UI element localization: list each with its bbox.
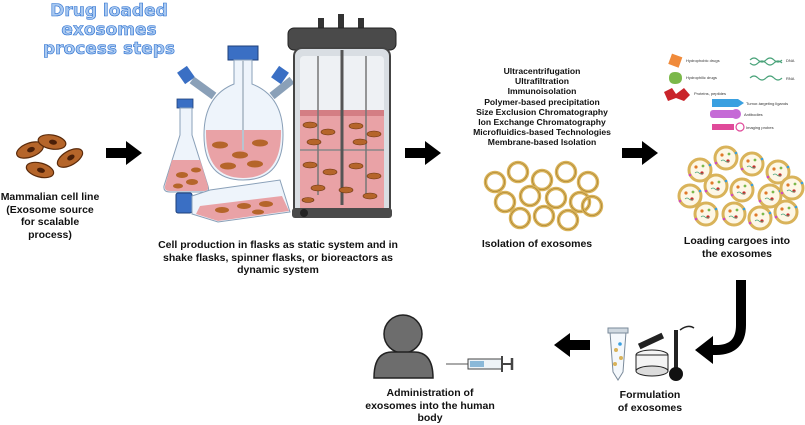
- isolation-method: Ion Exchange Chromatography: [478, 117, 606, 128]
- caption-cell-line-2: (Exosome source: [6, 203, 94, 216]
- antibody-icon: [710, 110, 736, 118]
- caption-formulation-1: Formulation: [619, 389, 681, 401]
- caption-cell-line: Mammalian cell line (Exosome source for …: [0, 191, 100, 241]
- hydrophilic-drug-icon: [669, 72, 682, 84]
- syringe-icon: [446, 356, 514, 372]
- caption-production: Cell production in flasks as static syst…: [148, 239, 408, 277]
- shake-flask-icon: [163, 98, 209, 193]
- caption-cell-line-3: for scalable: [20, 216, 80, 228]
- isolation-methods-list: Ultracentrifugation Ultrafiltration Immu…: [452, 66, 632, 148]
- arrow-1-icon: [106, 141, 142, 165]
- mammalian-cells-icon: [13, 132, 87, 181]
- caption-production-3: dynamic system: [237, 264, 319, 276]
- bioreactor-icon: [287, 14, 397, 218]
- legend-antibodies: Antibodies: [744, 112, 763, 117]
- curved-arrow-icon: [695, 280, 746, 364]
- title-line-1: Drug loaded exosomes: [50, 1, 168, 40]
- isolation-method: Microfluidics-based Technologies: [473, 127, 611, 138]
- spinner-flask-icon: [177, 45, 295, 181]
- arrow-2-icon: [405, 141, 441, 165]
- isolation-method: Immunoisolation: [507, 86, 577, 97]
- formulation-icon: [607, 325, 695, 381]
- legend-dna: DNA: [786, 58, 795, 63]
- caption-isolation: Isolation of exosomes: [481, 238, 593, 250]
- caption-administration-1: Administration of: [386, 387, 474, 399]
- caption-loading-2: the exosomes: [701, 247, 773, 260]
- title-line-2: process steps: [42, 39, 176, 59]
- rna-icon: [749, 75, 783, 81]
- legend-imaging-probes: Imaging probes: [746, 125, 774, 130]
- caption-loading-1: Loading cargoes into: [683, 235, 791, 247]
- imaging-probe-icon: [712, 124, 734, 130]
- legend-rna: RNA: [786, 76, 795, 81]
- isolation-method: Polymer-based precipitation: [484, 96, 600, 107]
- caption-production-2: shake flasks, spinner flasks, or bioreac…: [163, 251, 393, 264]
- isolation-method: Size Exclusion Chromatography: [476, 106, 608, 117]
- legend-hydrophobic: Hydrophobic drugs: [686, 58, 720, 63]
- caption-loading: Loading cargoes into the exosomes: [672, 235, 802, 260]
- human-silhouette-icon: [373, 314, 434, 379]
- legend-tumor-ligands: Tumor-targeting ligands: [746, 101, 789, 106]
- caption-cell-line-4: process): [28, 228, 72, 241]
- arrow-4-icon: [554, 333, 590, 357]
- protein-icon: [664, 88, 690, 101]
- caption-formulation: Formulation of exosomes: [600, 389, 700, 414]
- tumor-ligand-icon: [712, 99, 744, 107]
- caption-production-1: Cell production in flasks as static syst…: [158, 239, 398, 251]
- legend-proteins: Proteins, peptides: [694, 91, 727, 96]
- loaded-exosomes-icon: [677, 145, 805, 231]
- caption-administration: Administration of exosomes into the huma…: [350, 387, 510, 425]
- cargo-legend-icons: [664, 53, 783, 132]
- caption-administration-3: body: [417, 412, 443, 424]
- diagram-title: Drug loaded exosomes process steps: [4, 1, 214, 59]
- caption-cell-line-1: Mammalian cell line: [0, 191, 100, 203]
- isolation-method: Membrane-based Isolation: [487, 137, 597, 148]
- t-flask-icon: [175, 179, 291, 223]
- caption-formulation-2: of exosomes: [617, 401, 683, 414]
- isolation-method: Ultracentrifugation: [503, 66, 581, 76]
- hydrophobic-drug-icon: [668, 53, 683, 68]
- isolated-exosomes-icon: [483, 160, 604, 232]
- isolation-method: Ultrafiltration: [515, 76, 569, 87]
- caption-administration-2: exosomes into the human: [365, 399, 495, 412]
- legend-hydrophilic: Hydrophilic drugs: [686, 75, 717, 80]
